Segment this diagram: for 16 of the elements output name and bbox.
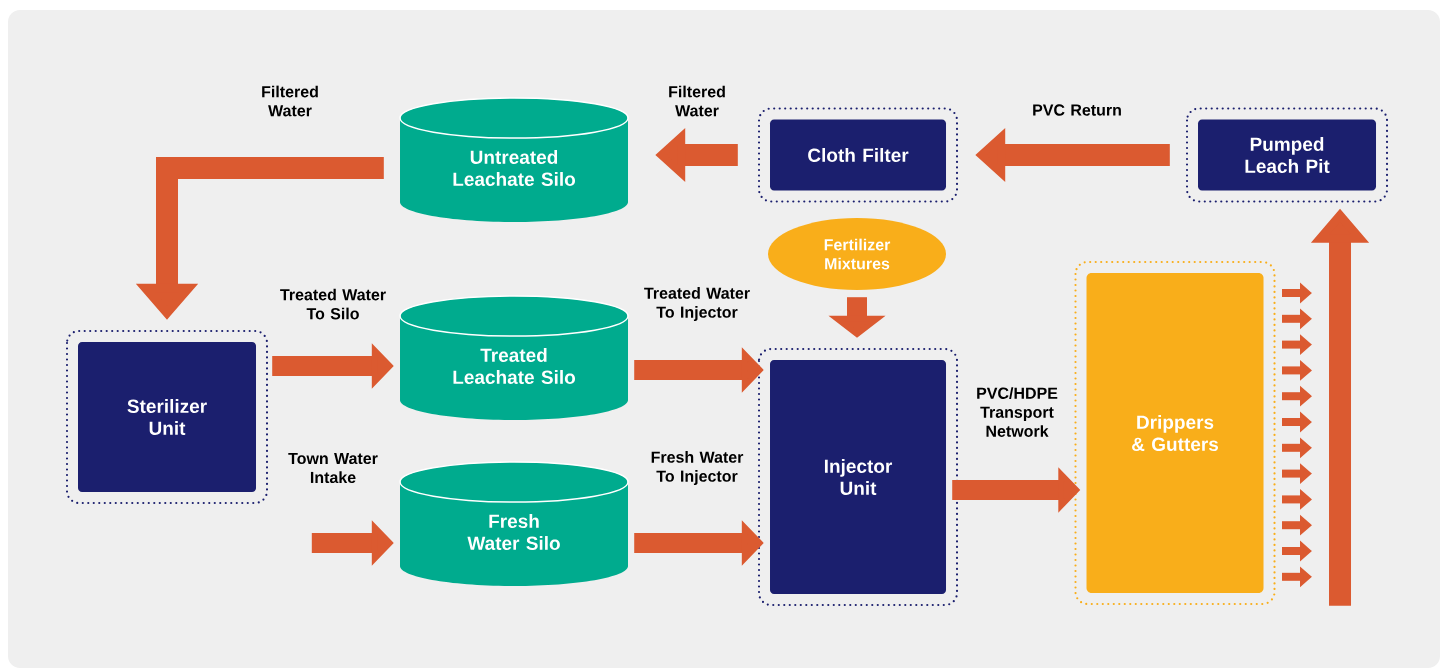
unit-box: Sterilizer Unit <box>65 329 269 505</box>
edge-label: Filtered Water <box>262 85 318 117</box>
pit-box: Pumped Leach Pit <box>1185 107 1389 203</box>
silo-cylinder: Untreated Leachate Silo <box>399 97 629 222</box>
filter-box: Cloth Filter <box>757 107 959 203</box>
edge-label: PVC/HDPE Transport Network <box>977 387 1058 437</box>
silo-cylinder: Treated Leachate Silo <box>399 295 629 420</box>
edge-label: Filtered Water <box>669 85 725 117</box>
silo-cylinder: Fresh Water Silo <box>399 461 629 586</box>
process-box: Drippers & Gutters <box>1074 260 1276 606</box>
edge-label: PVC Return <box>1033 104 1121 116</box>
edge-label: Treated Water To Injector <box>644 287 750 321</box>
unit-box: Injector Unit <box>757 347 959 607</box>
edge-label: Town Water Intake <box>288 452 378 484</box>
edge-label: Fresh Water To Injector <box>651 451 744 485</box>
edge-label: Treated Water To Silo <box>280 288 386 320</box>
